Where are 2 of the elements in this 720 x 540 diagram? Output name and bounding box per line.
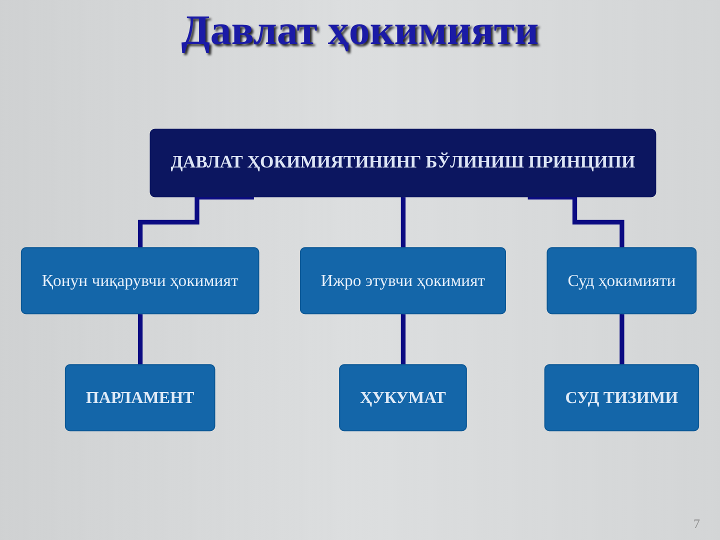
page-number: 7 <box>694 516 700 531</box>
title: Давлат ҳокимияти <box>181 7 539 56</box>
